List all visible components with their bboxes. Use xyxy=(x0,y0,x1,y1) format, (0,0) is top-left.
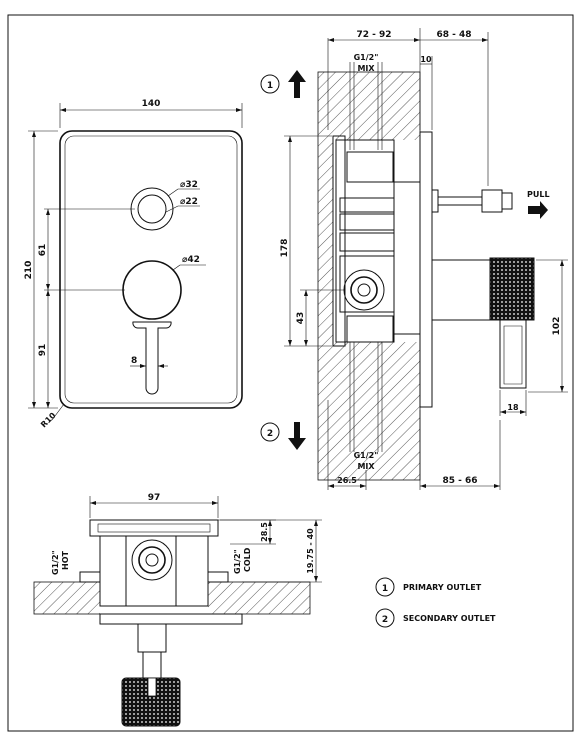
bottom-depth-range-label: 19.75 - 40 xyxy=(306,528,315,574)
front-lever-width-label: 8 xyxy=(131,356,137,366)
front-upper-spacing-label: 61 xyxy=(38,244,48,257)
diverter-knob xyxy=(137,194,167,224)
down-arrow-icon xyxy=(288,422,306,450)
front-inner-diameter-label: ⌀22 xyxy=(180,197,198,207)
mixer-lever-side xyxy=(499,319,527,389)
bottom-width-label: 97 xyxy=(148,493,161,503)
side-top-inlet-thread: G1/2" xyxy=(354,53,379,62)
outlet-1-number: 1 xyxy=(267,81,273,91)
side-view: PULL 1 2 72 - 92 68 - 48 10 G1/2" MIX xyxy=(260,28,568,490)
bottom-depth-small-label: 28.5 xyxy=(260,522,269,542)
legend-label-1: PRIMARY OUTLET xyxy=(403,583,482,592)
legend-item-primary: 1 PRIMARY OUTLET xyxy=(375,577,482,597)
bottom-cold-text: COLD xyxy=(243,547,252,572)
outlet-2-marker xyxy=(260,422,280,442)
legend-item-secondary: 2 SECONDARY OUTLET xyxy=(375,608,496,628)
bottom-hot-text: HOT xyxy=(61,551,70,570)
front-outer-diameter-label: ⌀32 xyxy=(180,180,198,190)
side-body-height-label: 178 xyxy=(280,239,290,258)
diverter-ring xyxy=(130,187,174,231)
bottom-hot-thread: G1/2" xyxy=(51,550,60,575)
legend-marker-1 xyxy=(375,577,395,597)
mixer-lever xyxy=(132,321,172,395)
side-depth-range-label: 72 - 92 xyxy=(356,30,391,40)
pull-arrow-icon xyxy=(528,201,548,219)
sheet-border xyxy=(7,14,574,732)
side-projection-range-label: 68 - 48 xyxy=(436,30,471,40)
pull-label: PULL xyxy=(527,190,550,199)
cover-plate-inner xyxy=(64,135,238,404)
bottom-cover-plate xyxy=(99,613,243,625)
outlet-2-number: 2 xyxy=(267,429,273,439)
side-cover-plate xyxy=(419,131,433,408)
front-width-label: 140 xyxy=(142,99,161,109)
knurled-handle-side xyxy=(489,257,535,321)
bottom-outlet-fitting xyxy=(138,546,166,574)
side-bottom-range-label: 85 - 66 xyxy=(442,476,477,486)
front-lower-spacing-label: 91 xyxy=(38,344,48,357)
legend-number-1: 1 xyxy=(382,584,388,594)
bottom-view: 97 G1/2" HOT G1/2" COLD 28.5 19.75 - 40 xyxy=(33,493,322,727)
mixer-handle xyxy=(122,260,182,320)
diverter-knob-side xyxy=(481,189,503,213)
bottom-housing-top xyxy=(89,519,219,537)
legend-marker-2 xyxy=(375,608,395,628)
front-corner-radius-label: R10 xyxy=(39,411,58,430)
side-handle-height-label: 102 xyxy=(552,317,562,336)
legend-number-2: 2 xyxy=(382,615,388,625)
side-plate-label: 10 xyxy=(420,55,432,64)
front-view: 140 210 61 91 ⌀32 ⌀22 ⌀42 8 xyxy=(24,99,243,430)
side-top-inlet-text: MIX xyxy=(357,64,375,73)
front-height-label: 210 xyxy=(24,261,34,280)
side-wall-offset-label: 26.5 xyxy=(337,476,357,485)
bottom-outlet-fitting-outer xyxy=(131,539,173,581)
side-handle-width-label: 18 xyxy=(507,403,519,412)
up-arrow-icon xyxy=(288,70,306,98)
outlet-legend: 1 PRIMARY OUTLET 2 SECONDARY OUTLET xyxy=(375,577,496,628)
bottom-cold-thread: G1/2" xyxy=(233,549,242,574)
legend-label-2: SECONDARY OUTLET xyxy=(403,614,496,623)
side-outlet-fitting xyxy=(350,276,378,304)
side-center-offset-label: 43 xyxy=(296,312,306,325)
side-bottom-inlet-thread: G1/2" xyxy=(354,451,379,460)
side-bottom-inlet-text: MIX xyxy=(357,462,375,471)
outlet-1-marker xyxy=(260,74,280,94)
front-handle-diameter-label: ⌀42 xyxy=(182,255,200,265)
cover-plate xyxy=(59,130,243,409)
